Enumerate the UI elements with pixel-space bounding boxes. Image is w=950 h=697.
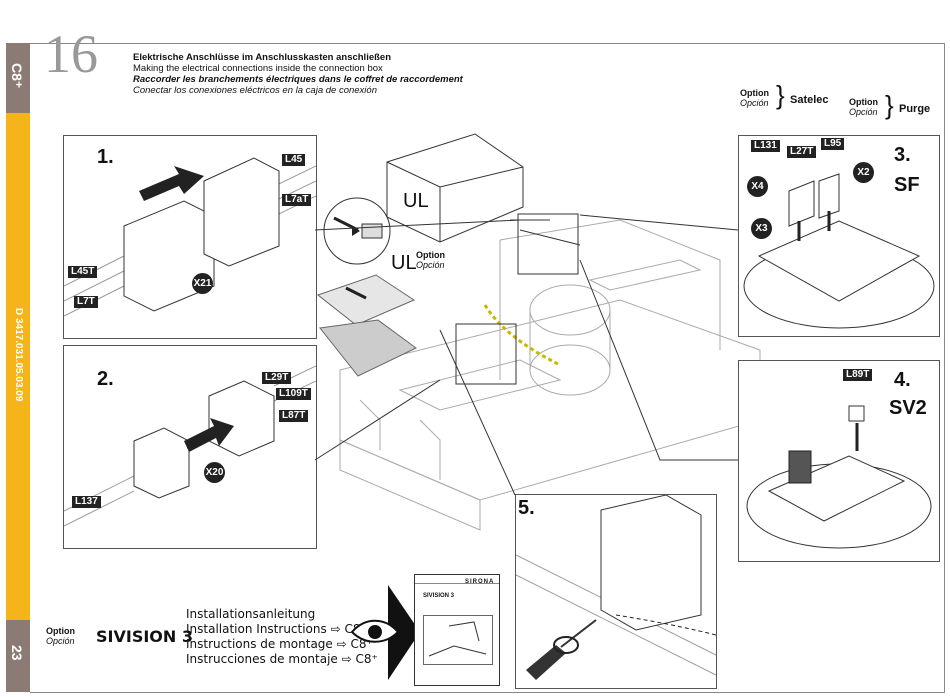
ul-label: UL (403, 190, 429, 212)
step2-number: 2. (97, 368, 114, 390)
brace-icon: } (885, 90, 894, 120)
manual-line-de: Installationsanleitung (186, 607, 316, 621)
option-es-label-2: Opción (849, 107, 878, 117)
connector-X3: X3 (751, 218, 772, 239)
title-es: Conectar los conexiones eléctricos en la… (133, 85, 377, 96)
connector-X21: X21 (192, 273, 213, 294)
label-L131: L131 (751, 140, 780, 152)
label-L45T: L45T (68, 266, 98, 278)
brace-icon: } (776, 80, 785, 110)
booklet-title: SIVISION 3 (423, 593, 455, 599)
board-illustration (743, 173, 935, 329)
booklet-header (415, 575, 499, 584)
ul-plate-illustration (316, 274, 416, 326)
step-number: 16 (44, 24, 98, 84)
bottom-rule (30, 692, 945, 693)
manual-option-es: Opción (46, 636, 75, 646)
step5-number: 5. (518, 497, 535, 519)
title-de: Elektrische Anschlüsse im Anschlusskaste… (133, 52, 392, 63)
label-L95: L95 (821, 138, 845, 150)
step3-number: 3. (894, 144, 911, 166)
title-fr: Raccorder les branchements électriques d… (133, 74, 463, 85)
ul-cover-illustration (386, 133, 524, 243)
connector-X20: X20 (204, 462, 225, 483)
connector-illustration (64, 365, 316, 527)
step4-number: 4. (894, 369, 911, 391)
sidebar-model-tab: C8⁺ (6, 43, 30, 113)
page-number: 23 (9, 645, 25, 661)
option-es-label: Opción (740, 98, 769, 108)
gray-plate-illustration (319, 319, 417, 377)
label-L27T: L27T (787, 146, 817, 158)
manual-line-es: Instrucciones de montaje ⇨ C8⁺ (186, 652, 378, 666)
step4-panel: 4. SV2 L89T (738, 360, 940, 562)
top-rule (30, 43, 944, 44)
label-L87T: L87T (279, 410, 309, 422)
option-satelec: Option Opción (740, 88, 769, 108)
step3-panel: 3. SF L131 L27T L95 X4 X2 X3 (738, 135, 940, 337)
manual-title: SIVISION 3 (96, 627, 193, 646)
label-L109T: L109T (276, 388, 311, 400)
ul-option-label: Option (416, 250, 445, 260)
ul-detail-circle (323, 197, 391, 265)
connector-illustration (64, 157, 316, 317)
label-L45: L45 (282, 154, 306, 166)
satelec-label: Satelec (790, 94, 829, 106)
manual-line-en: Installation Instructions ⇨ C8⁺ (186, 622, 367, 636)
ul-option-es: Opción (416, 260, 445, 270)
option-label: Option (740, 88, 769, 98)
purge-label: Purge (899, 103, 931, 115)
sidebar-docnum: D 3417.031.05.03.09 (13, 308, 24, 402)
connector-X2: X2 (853, 162, 874, 183)
step5-panel: 5. (515, 494, 717, 689)
right-rule (944, 43, 945, 693)
step2-panel: 2. L29T L109T L87T L137 X20 (63, 345, 317, 549)
label-L29T: L29T (262, 372, 292, 384)
ul-label-2: UL (391, 252, 417, 274)
manual-line-fr: Instructions de montage ⇨ C8⁺ (186, 637, 373, 651)
option-label-2: Option (849, 97, 878, 107)
booklet-brand: SIRONA (465, 579, 495, 585)
step4-name: SV2 (889, 397, 927, 419)
screwdriver-illustration (516, 495, 716, 680)
label-L137: L137 (72, 496, 101, 508)
board-illustration (746, 405, 932, 549)
sidebar-docnum-tab: D 3417.031.05.03.09 (6, 113, 30, 620)
label-L89T: L89T (843, 369, 873, 381)
step1-panel: 1. L45 L7aT L45T L7T X21 (63, 135, 317, 339)
label-L7aT: L7aT (282, 194, 312, 206)
step3-name: SF (894, 174, 920, 196)
sidebar-page-tab: 23 (6, 620, 30, 692)
title-en: Making the electrical connections inside… (133, 63, 383, 74)
eye-icon (350, 585, 420, 680)
ul-option: Option Opción (416, 250, 445, 270)
booklet-image (423, 615, 493, 665)
title-block: Elektrische Anschlüsse im Anschlusskaste… (133, 52, 463, 96)
sidebar-model: C8⁺ (9, 63, 25, 89)
manual-option: Option Opción (46, 626, 75, 646)
step1-number: 1. (97, 146, 114, 168)
manual-lines: Installationsanleitung Installation Inst… (186, 607, 378, 667)
label-L7T: L7T (74, 296, 98, 308)
connector-X4: X4 (747, 176, 768, 197)
option-purge: Option Opción (849, 97, 878, 117)
manual-booklet: SIRONA SIVISION 3 (414, 574, 500, 686)
manual-option-label: Option (46, 626, 75, 636)
